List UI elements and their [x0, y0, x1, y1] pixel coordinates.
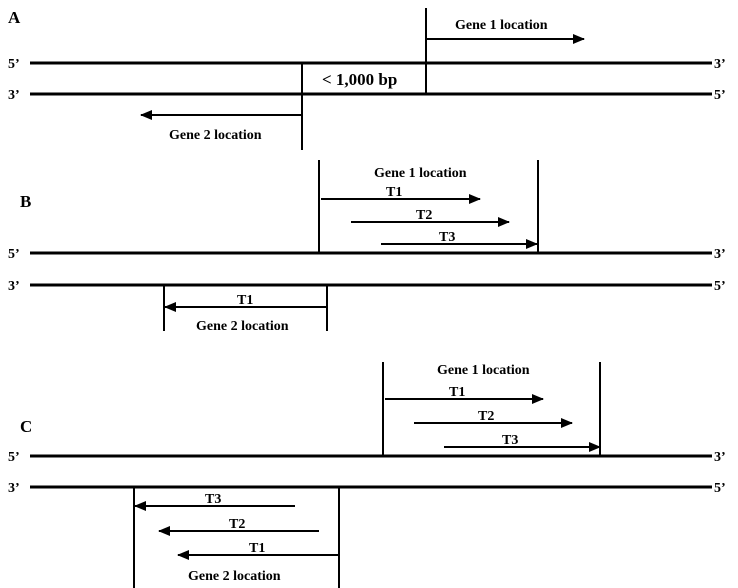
panel-c-label: C [20, 417, 32, 436]
panel-c-bottom-3prime: 3’ [8, 481, 20, 496]
panel-b-gene2-t1-label: T1 [237, 293, 253, 308]
panel-a: A 5’ 3’ 3’ 5’ Gene 1 location Gene 2 loc… [8, 8, 726, 150]
panel-b-gene1-t3-label: T3 [439, 230, 455, 245]
panel-c-gene2-label: Gene 2 location [188, 569, 281, 584]
panel-a-top-5prime: 5’ [8, 57, 20, 72]
panel-b-top-5prime: 5’ [8, 247, 20, 262]
panel-b: B 5’ 3’ 3’ 5’ Gene 1 location T1 T2 T3 T… [8, 160, 726, 334]
panel-c-gene1-label: Gene 1 location [437, 363, 530, 378]
panel-c-gene2-t1-label: T1 [249, 541, 265, 556]
panel-b-label: B [20, 192, 31, 211]
panel-c-top-5prime: 5’ [8, 450, 20, 465]
panel-c-bottom-5prime: 5’ [714, 481, 726, 496]
panel-a-bottom-3prime: 3’ [8, 88, 20, 103]
panel-b-bottom-3prime: 3’ [8, 279, 20, 294]
panel-b-bottom-5prime: 5’ [714, 279, 726, 294]
panel-b-gene1-label: Gene 1 location [374, 166, 467, 181]
panel-b-top-3prime: 3’ [714, 247, 726, 262]
panel-a-label: A [8, 8, 21, 27]
panel-a-top-3prime: 3’ [714, 57, 726, 72]
panel-c-gene2-t3-label: T3 [205, 492, 221, 507]
panel-a-bottom-5prime: 5’ [714, 88, 726, 103]
panel-a-distance-label: < 1,000 bp [322, 70, 397, 89]
panel-c: C 5’ 3’ 3’ 5’ Gene 1 location T1 T2 T3 T… [8, 362, 726, 588]
panel-c-gene1-t2-label: T2 [478, 409, 494, 424]
panel-c-top-3prime: 3’ [714, 450, 726, 465]
panel-b-gene1-t2-label: T2 [416, 208, 432, 223]
panel-c-gene1-t1-label: T1 [449, 385, 465, 400]
panel-c-gene2-t2-label: T2 [229, 517, 245, 532]
panel-b-gene2-label: Gene 2 location [196, 319, 289, 334]
panel-a-gene1-label: Gene 1 location [455, 18, 548, 33]
panel-c-gene1-t3-label: T3 [502, 433, 518, 448]
panel-a-gene2-label: Gene 2 location [169, 128, 262, 143]
panel-b-gene1-t1-label: T1 [386, 185, 402, 200]
